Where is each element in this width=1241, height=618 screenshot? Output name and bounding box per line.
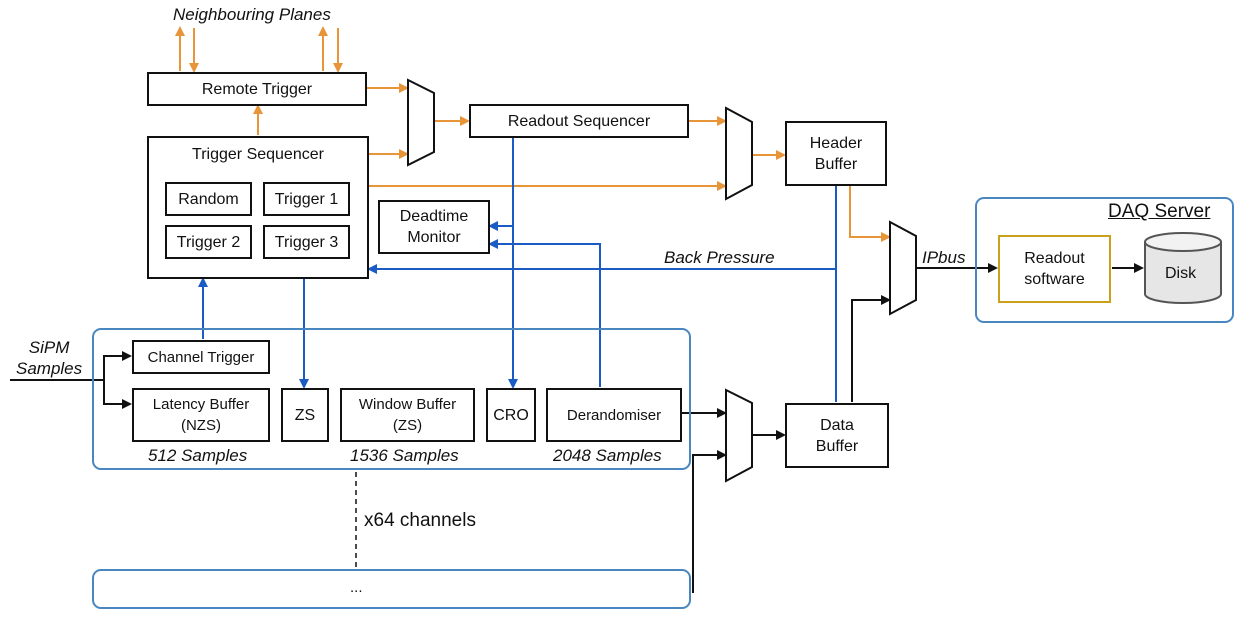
derandomiser-samples-label: 2048 Samples bbox=[553, 446, 662, 465]
cro-block: CRO bbox=[486, 388, 536, 442]
channel-trigger-block: Channel Trigger bbox=[132, 340, 270, 374]
window-buffer-block: Window Buffer (ZS) bbox=[340, 388, 475, 442]
output-mux bbox=[889, 220, 917, 316]
trigger-mux bbox=[407, 78, 435, 167]
control-wires bbox=[198, 138, 837, 402]
data-wires bbox=[10, 263, 1144, 593]
zs-block: ZS bbox=[281, 388, 329, 442]
trigger-sequencer-title: Trigger Sequencer bbox=[192, 146, 324, 163]
readout-software-block: Readout software bbox=[998, 235, 1111, 303]
trigger-wires bbox=[175, 26, 891, 242]
data-buffer-block: Data Buffer bbox=[785, 403, 889, 468]
window-samples-label: 1536 Samples bbox=[350, 446, 459, 465]
sipm-samples-label: SiPM Samples bbox=[16, 338, 83, 378]
deadtime-monitor-block: Deadtime Monitor bbox=[378, 200, 490, 254]
latency-samples-label: 512 Samples bbox=[148, 446, 248, 465]
random-trigger-block: Random bbox=[165, 182, 252, 216]
collapsed-channel-ellipsis: ... bbox=[350, 579, 363, 596]
trigger-2-block: Trigger 2 bbox=[165, 225, 252, 259]
derandomiser-block: Derandomiser bbox=[546, 388, 682, 442]
back-pressure-label: Back Pressure bbox=[664, 248, 775, 267]
channel-count-label: x64 channels bbox=[364, 510, 476, 531]
readout-sequencer-block: Readout Sequencer bbox=[469, 104, 689, 138]
neighbouring-planes-label: Neighbouring Planes bbox=[173, 5, 331, 24]
trigger-3-block: Trigger 3 bbox=[263, 225, 350, 259]
daq-server-title: DAQ Server bbox=[1108, 201, 1211, 222]
data-mux bbox=[725, 388, 753, 483]
header-mux bbox=[725, 106, 753, 201]
remote-trigger-block: Remote Trigger bbox=[147, 72, 367, 106]
channel-region-collapsed bbox=[92, 569, 691, 609]
latency-buffer-block: Latency Buffer (NZS) bbox=[132, 388, 270, 442]
header-buffer-block: Header Buffer bbox=[785, 121, 887, 186]
disk-label: Disk bbox=[1165, 265, 1197, 282]
daq-server-region bbox=[975, 197, 1234, 323]
disk-icon bbox=[1144, 232, 1222, 304]
trigger-1-block: Trigger 1 bbox=[263, 182, 350, 216]
ipbus-label: IPbus bbox=[922, 248, 966, 267]
channel-region bbox=[92, 328, 691, 470]
